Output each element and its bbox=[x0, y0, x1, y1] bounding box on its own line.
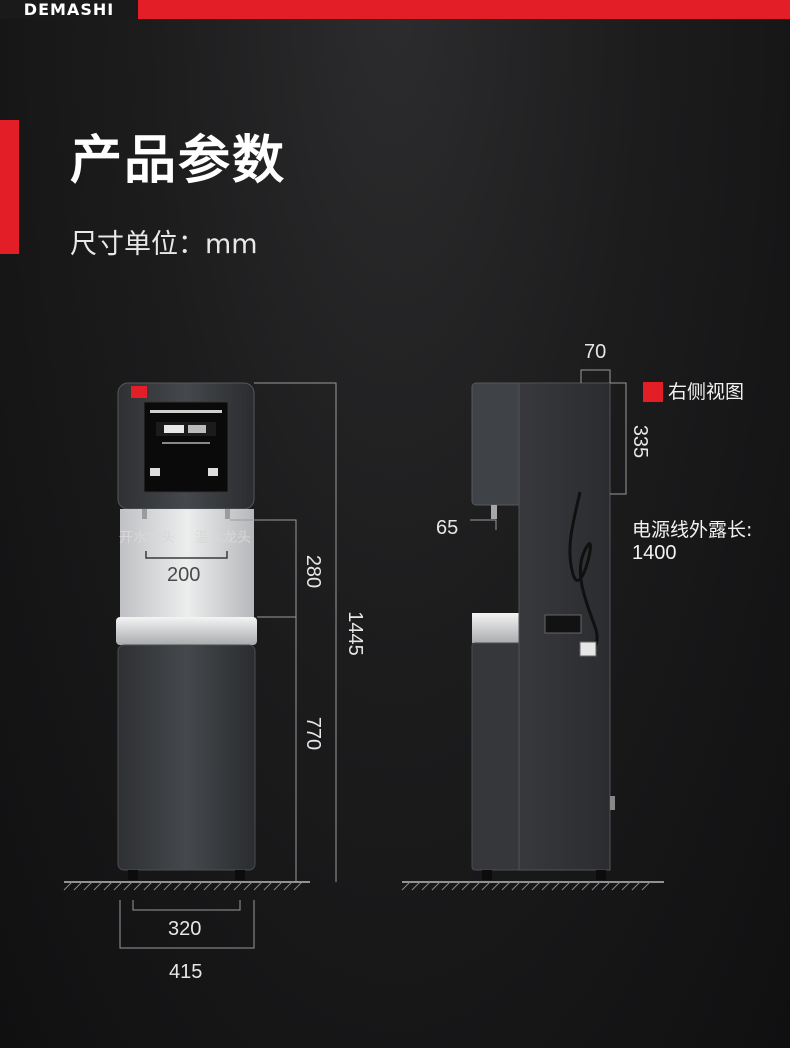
front-chrome-band bbox=[116, 617, 257, 645]
faucet-spacing-dimension: 200 bbox=[167, 564, 201, 586]
side-faucet bbox=[491, 505, 497, 519]
side-view bbox=[401, 369, 664, 891]
front-steel-panel bbox=[120, 509, 254, 617]
power-cord-label: 电源线外露长: bbox=[632, 519, 753, 541]
brand-logo-box: DEMASHI bbox=[0, 0, 138, 19]
warm-faucet-label: 温水龙头 bbox=[195, 530, 251, 546]
boiling-faucet-label: 开水龙头 bbox=[119, 530, 175, 546]
side-top-head bbox=[471, 382, 523, 506]
power-plug bbox=[579, 641, 597, 657]
side-view-label: 右侧视图 bbox=[668, 381, 745, 403]
side-chrome-band bbox=[472, 613, 522, 643]
brand-logo: DEMASHI bbox=[23, 0, 115, 19]
faucet-height-dimension: 280 bbox=[302, 554, 325, 589]
front-view bbox=[63, 382, 337, 949]
side-base bbox=[471, 642, 523, 871]
power-cord bbox=[568, 491, 599, 654]
front-base-cabinet bbox=[117, 644, 256, 871]
top-depth-dimension: 70 bbox=[584, 341, 607, 363]
side-vent bbox=[544, 614, 582, 634]
page-title: 产品参数 bbox=[70, 131, 287, 191]
side-view-legend-square bbox=[643, 382, 663, 402]
base-height-dimension: 770 bbox=[302, 716, 325, 751]
foot-width-dimension: 320 bbox=[168, 918, 202, 940]
power-cord-length: 1400 bbox=[632, 542, 677, 564]
faucet-depth-dimension: 65 bbox=[436, 517, 459, 539]
brand-red-tag bbox=[131, 386, 147, 398]
top-height-dimension: 335 bbox=[629, 424, 652, 459]
top-brand-bar bbox=[0, 0, 790, 19]
unit-subtitle: 尺寸单位：mm bbox=[70, 229, 258, 260]
total-height-dimension: 1445 bbox=[343, 611, 366, 656]
warm-faucet bbox=[225, 509, 230, 519]
control-panel bbox=[143, 401, 229, 493]
body-width-dimension: 415 bbox=[169, 961, 203, 983]
boiling-faucet bbox=[142, 509, 147, 519]
side-dimension-lines bbox=[470, 369, 627, 530]
front-dimension-lines bbox=[119, 382, 337, 949]
title-accent-bar bbox=[0, 120, 19, 254]
